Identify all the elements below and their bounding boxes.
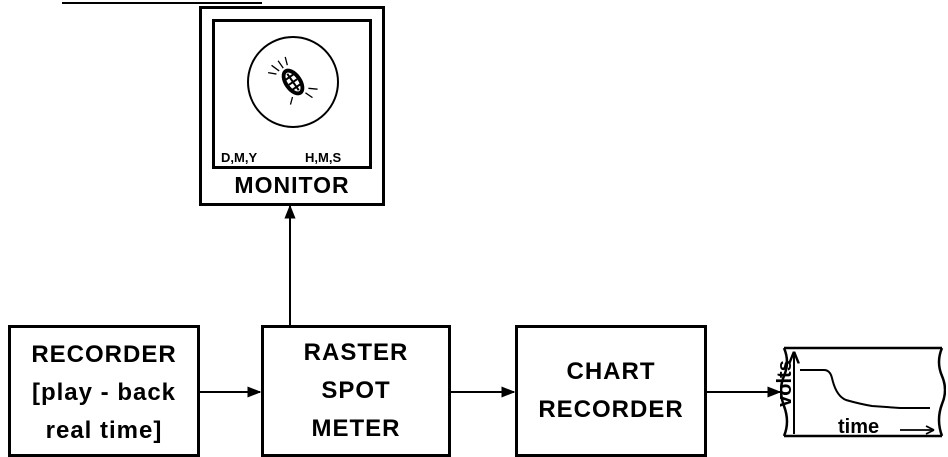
- chart-output-paper: [780, 346, 946, 438]
- raster-label-line1: RASTER: [303, 339, 409, 366]
- chart-output: volts time: [774, 342, 946, 442]
- monitor-screen: D,M,Y H,M,S: [212, 19, 372, 169]
- chart-recorder-box: CHART RECORDER: [515, 325, 707, 457]
- chart-output-y-label: volts: [773, 360, 796, 407]
- monitor-title: MONITOR: [234, 172, 350, 198]
- specimen-icon: [267, 56, 318, 105]
- recorder-box: RECORDER [play - back real time]: [8, 325, 200, 457]
- recorder-label-line1: RECORDER: [31, 341, 177, 368]
- monitor-time-label: H,M,S: [305, 150, 342, 165]
- chart-recorder-label-line2: RECORDER: [538, 396, 684, 423]
- chart-output-x-label: time: [838, 416, 880, 438]
- raster-label-line2: SPOT: [321, 377, 391, 404]
- chart-output-trace: [800, 369, 930, 409]
- recorder-label-line3: real time]: [45, 417, 163, 444]
- recorder-label-line2: [play - back: [31, 379, 177, 406]
- raster-spot-meter-box: RASTER SPOT METER: [261, 325, 451, 457]
- monitor-circle: [247, 36, 339, 128]
- raster-label-line3: METER: [311, 415, 401, 442]
- monitor-box: D,M,Y H,M,S MONITOR: [199, 6, 385, 206]
- monitor-date-label: D,M,Y: [221, 150, 258, 165]
- chart-recorder-label-line1: CHART: [566, 358, 656, 385]
